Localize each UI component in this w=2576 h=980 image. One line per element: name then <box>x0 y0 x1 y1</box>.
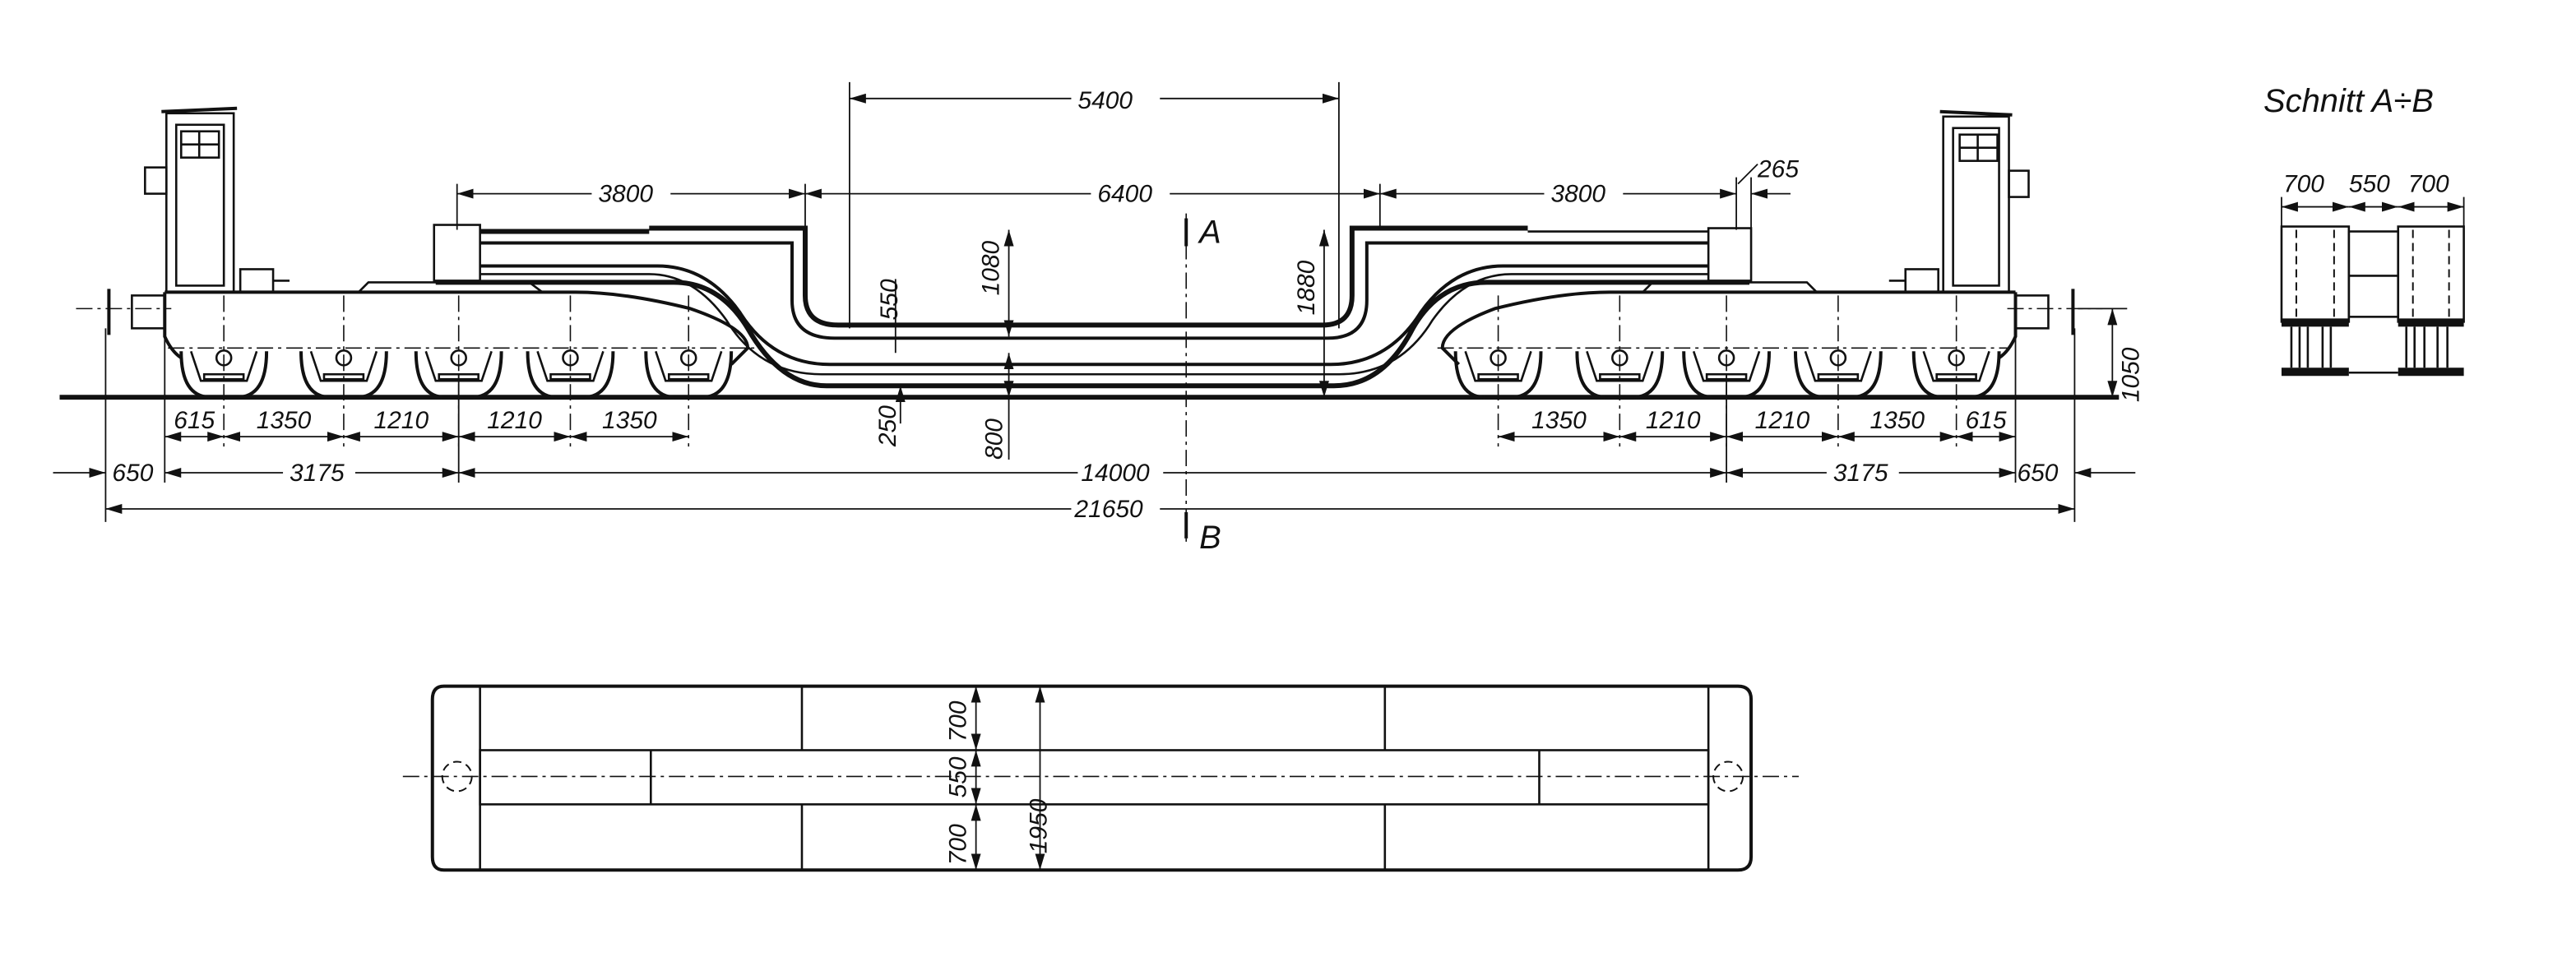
wheel-left-dim: 1210 <box>374 407 429 434</box>
main-girder <box>433 224 1753 389</box>
wheel-left-dim: 1210 <box>487 407 542 434</box>
wheel-right-dim: 1350 <box>1869 407 1925 434</box>
section-label-a: A <box>1198 215 1221 251</box>
wheelset <box>1575 295 1665 447</box>
wheelset <box>179 295 269 447</box>
plan-dim-700-top: 700 <box>945 700 972 742</box>
kingpin-right <box>1712 760 1744 793</box>
dim-1050: 1050 <box>2117 347 2144 402</box>
kingpin-left <box>441 760 473 793</box>
wheel-right-dim: 1350 <box>1531 407 1587 434</box>
dim-250: 250 <box>874 405 901 447</box>
plan-dim-700-bottom: 700 <box>945 824 972 865</box>
wheel-left-dim: 1350 <box>602 407 657 434</box>
dim-14000: 14000 <box>1081 460 1150 487</box>
wheel-right-dim: 1210 <box>1755 407 1810 434</box>
left-brake-cabin <box>144 106 290 294</box>
right-bogie-frame <box>1440 290 2018 366</box>
dim-3800-left: 3800 <box>598 181 653 208</box>
plan-view: 700 550 700 1950 <box>402 684 1799 872</box>
section-dim-700-left: 700 <box>2283 171 2324 198</box>
plan-dim-1950: 1950 <box>1025 798 1052 853</box>
side-elevation: A B 5400 3800 6400 3800 265 550 1080 188… <box>53 81 2144 556</box>
wheelset <box>1911 295 2001 447</box>
wheel-right-dim: 615 <box>1966 407 2007 434</box>
dim-21650: 21650 <box>1073 496 1143 523</box>
right-buffer <box>2007 289 2103 335</box>
wheelset <box>644 295 734 447</box>
dim-6400: 6400 <box>1097 181 1152 208</box>
dim-3800-right: 3800 <box>1550 181 1605 208</box>
dim-650-left: 650 <box>112 460 153 487</box>
wheel-spacing-dimensions: 615 1350 1210 1210 1350 1350 1210 1210 1350 615 <box>164 407 2016 442</box>
wheel-right-dim: 1210 <box>1646 407 1701 434</box>
section-dim-700-right: 700 <box>2408 171 2449 198</box>
section-dim-550: 550 <box>2349 171 2390 198</box>
wheelset <box>526 295 615 447</box>
right-brake-cabin <box>1888 109 2030 294</box>
left-bogie-frame <box>163 290 750 366</box>
plan-dim-550: 550 <box>945 756 972 797</box>
section-title: Schnitt A÷B <box>2263 83 2434 119</box>
dim-650-right: 650 <box>2018 460 2059 487</box>
section-a-b: Schnitt A÷B 700 550 700 <box>2263 83 2465 377</box>
dim-1880: 1880 <box>1293 260 1320 315</box>
dim-550: 550 <box>876 279 903 320</box>
dim-3175-left: 3175 <box>290 460 345 487</box>
wheel-left-dim: 615 <box>174 407 215 434</box>
wheelset <box>1793 295 1883 447</box>
section-label-b: B <box>1199 520 1221 556</box>
dim-3175-right: 3175 <box>1833 460 1888 487</box>
wheelset <box>1453 295 1543 447</box>
dim-5400: 5400 <box>1077 87 1133 114</box>
wheelset <box>299 295 388 447</box>
dim-265: 265 <box>1757 156 1799 183</box>
dim-800: 800 <box>981 418 1008 460</box>
left-buffer <box>76 289 172 335</box>
wheel-left-dim: 1350 <box>257 407 312 434</box>
dim-1080: 1080 <box>978 240 1005 295</box>
